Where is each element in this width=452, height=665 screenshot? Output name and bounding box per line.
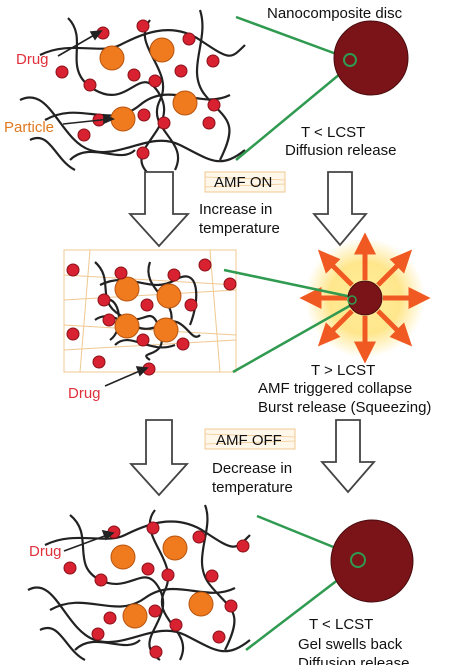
stage-2-drug-pointer — [104, 366, 149, 387]
stage-2-condition: T > LCST — [311, 362, 375, 379]
down-arrow-left-2 — [128, 419, 190, 497]
particles — [99, 37, 198, 132]
stage-3-network — [27, 504, 251, 661]
drug-label-2: Drug — [68, 385, 101, 402]
particle-label: Particle — [4, 119, 54, 136]
down-arrow-right-2 — [320, 419, 376, 494]
stage-1-condition: T < LCST — [301, 124, 365, 141]
stage-3-swell: Gel swells back — [298, 636, 403, 653]
stage-3-drug-dots — [63, 521, 250, 659]
stage-1-network — [19, 9, 246, 176]
stage-1-particle-pointer — [62, 113, 115, 125]
amf-on-box — [204, 171, 286, 193]
burst-arrows — [299, 232, 431, 364]
decrease-line-2: temperature — [212, 479, 293, 496]
stage-3-condition: T < LCST — [309, 616, 373, 633]
stage-3-chains — [27, 504, 251, 661]
down-arrow-left-1 — [127, 171, 191, 248]
stage-2-disc — [223, 232, 431, 374]
amf-on-label: AMF ON — [214, 174, 272, 191]
polymer-chains — [19, 9, 246, 176]
stage-2-network — [63, 249, 237, 387]
down-arrow-right-1 — [312, 171, 368, 247]
stage-3-particles — [110, 535, 214, 629]
increase-line-2: temperature — [199, 220, 280, 237]
stage-1-release: Diffusion release — [285, 142, 396, 159]
stage-2-drug-dots — [66, 258, 237, 376]
stage-1-drug-pointer — [57, 30, 103, 57]
drug-label-1: Drug — [16, 51, 49, 68]
drug-label-3: Drug — [29, 543, 62, 560]
stage-3-drug-pointer — [63, 529, 115, 552]
decrease-line-1: Decrease in — [212, 460, 292, 477]
amf-off-label: AMF OFF — [216, 432, 282, 449]
drug-dots — [55, 19, 221, 160]
stage-2-collapse: AMF triggered collapse — [258, 380, 412, 397]
stage-3-release: Diffusion release — [298, 655, 409, 665]
amf-off-box — [204, 428, 296, 450]
stage-1-disc — [235, 15, 409, 161]
stage-3-disc — [245, 514, 414, 651]
stage-2-release: Burst release (Squeezing) — [258, 399, 431, 416]
stage-2-particles — [114, 276, 182, 343]
disc-title: Nanocomposite disc — [267, 5, 403, 22]
increase-line-1: Increase in — [199, 201, 272, 218]
